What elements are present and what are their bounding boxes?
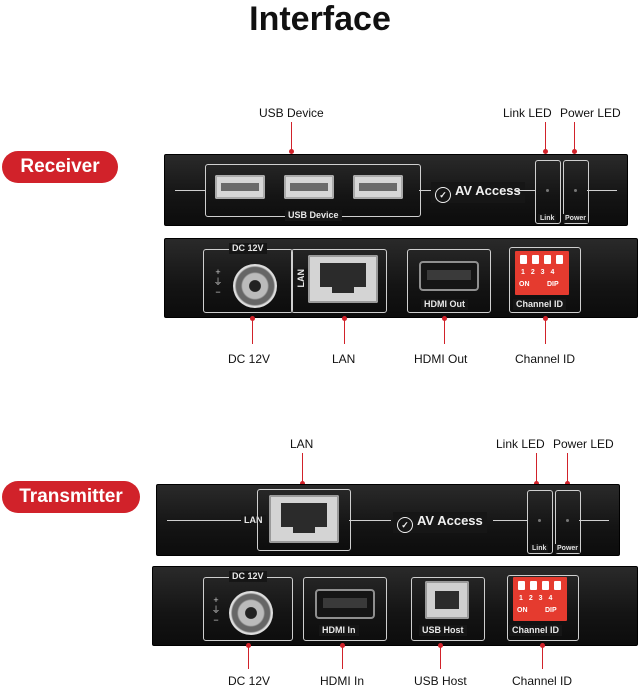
usb-device-port-2 (284, 175, 334, 199)
tx-link-led (538, 519, 541, 522)
callout-tx-link-led: Link LED (496, 437, 545, 451)
tx-dc-polarity-icon: +⏚− (211, 595, 221, 625)
usb-host-port (425, 581, 469, 619)
rx-channel-label: Channel ID (513, 299, 567, 310)
transmitter-badge: Transmitter (2, 481, 140, 513)
dc-jack (233, 264, 277, 308)
receiver-badge: Receiver (2, 151, 118, 183)
receiver-front-panel: USB Device ✓AV Access Link Power (164, 154, 628, 226)
page-title: Interface (249, 0, 391, 38)
tx-channel-id-dip-switch: 1 2 3 4 ON DIP (513, 577, 567, 621)
power-led (574, 189, 577, 192)
callout-usb-device: USB Device (259, 106, 324, 120)
channel-id-dip-switch: 1 2 3 4 ON DIP (515, 251, 569, 295)
hdmi-in-port (315, 589, 375, 619)
callout-tx-hdmi: HDMI In (320, 674, 365, 688)
rx-dc-label: DC 12V (229, 243, 267, 254)
callout-link-led: Link LED (503, 106, 552, 120)
tx-dc-jack (229, 591, 273, 635)
tx-link-label: Link (530, 544, 549, 553)
callout-rx-lan: LAN (332, 352, 356, 366)
tx-hdmi-label: HDMI In (319, 625, 359, 636)
callout-tx-power-led: Power LED (553, 437, 614, 451)
callout-tx-lan-top: LAN (290, 437, 314, 451)
tx-channel-label: Channel ID (509, 625, 563, 636)
usb-device-port-3 (353, 175, 403, 199)
tx-power-label: Power (555, 544, 581, 553)
usb-device-port-1 (215, 175, 265, 199)
tx-power-led (566, 519, 569, 522)
callout-tx-usb: USB Host (414, 674, 467, 688)
tx-brand-logo: ✓AV Access (393, 512, 487, 533)
av-access-logo-icon: ✓ (435, 187, 451, 203)
link-label: Link (538, 214, 557, 223)
dc-polarity-icon: +⏚− (213, 267, 223, 297)
tx-usb-label: USB Host (419, 625, 467, 636)
callout-power-led: Power LED (560, 106, 621, 120)
tx-dc-label: DC 12V (229, 571, 267, 582)
receiver-rear-panel: DC 12V +⏚− LAN HDMI Out 1 2 3 4 ON DIP C… (164, 238, 638, 318)
transmitter-rear-panel: DC 12V +⏚− HDMI In USB Host 1 2 3 4 ON D… (152, 566, 638, 646)
callout-tx-dc: DC 12V (228, 674, 271, 688)
callout-rx-dc: DC 12V (228, 352, 271, 366)
tx-lan-port (269, 495, 339, 543)
rx-hdmi-label: HDMI Out (421, 299, 468, 310)
transmitter-front-panel: LAN ✓AV Access Link Power (156, 484, 620, 556)
usb-device-label: USB Device (285, 210, 342, 221)
hdmi-out-port (419, 261, 479, 291)
tx-lan-label: LAN (241, 515, 266, 526)
av-access-logo-icon: ✓ (397, 517, 413, 533)
callout-rx-channel: Channel ID (515, 352, 576, 366)
brand-logo: ✓AV Access (431, 182, 525, 203)
power-label: Power (563, 214, 589, 223)
link-led (546, 189, 549, 192)
callout-rx-hdmi: HDMI Out (414, 352, 468, 366)
callout-tx-channel: Channel ID (512, 674, 573, 688)
lan-port (308, 255, 378, 303)
